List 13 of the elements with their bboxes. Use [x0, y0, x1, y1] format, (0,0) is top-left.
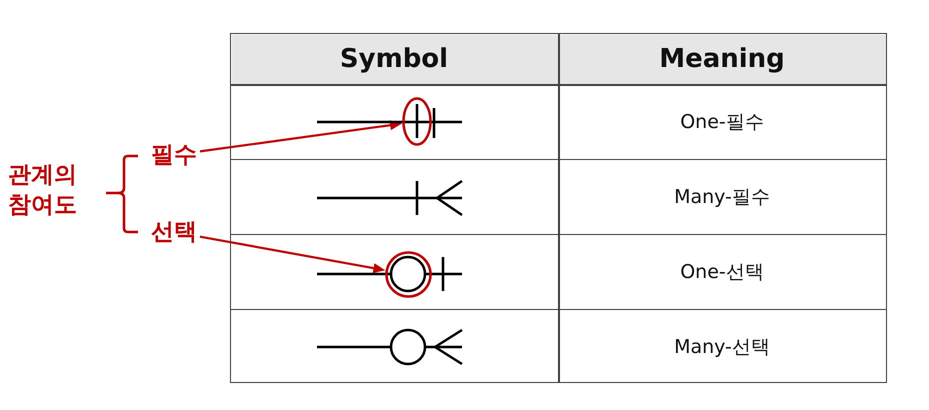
meaning-text: One-선택: [680, 260, 764, 285]
column-header: Symbol: [340, 44, 448, 74]
meaning-text: Many-선택: [674, 335, 770, 360]
arrow: [200, 236, 386, 274]
annotation-text: 선택: [151, 219, 197, 245]
group-label: 관계의 참여도: [8, 161, 78, 220]
highlight-ellipse: [402, 97, 432, 146]
meaning-text: Many-필수: [674, 185, 770, 210]
column-header: Meaning: [659, 44, 785, 74]
highlight-ring: [385, 251, 432, 298]
annotation-text: 필수: [151, 142, 197, 168]
arrow: [200, 120, 402, 152]
meaning-text: One-필수: [680, 110, 764, 135]
